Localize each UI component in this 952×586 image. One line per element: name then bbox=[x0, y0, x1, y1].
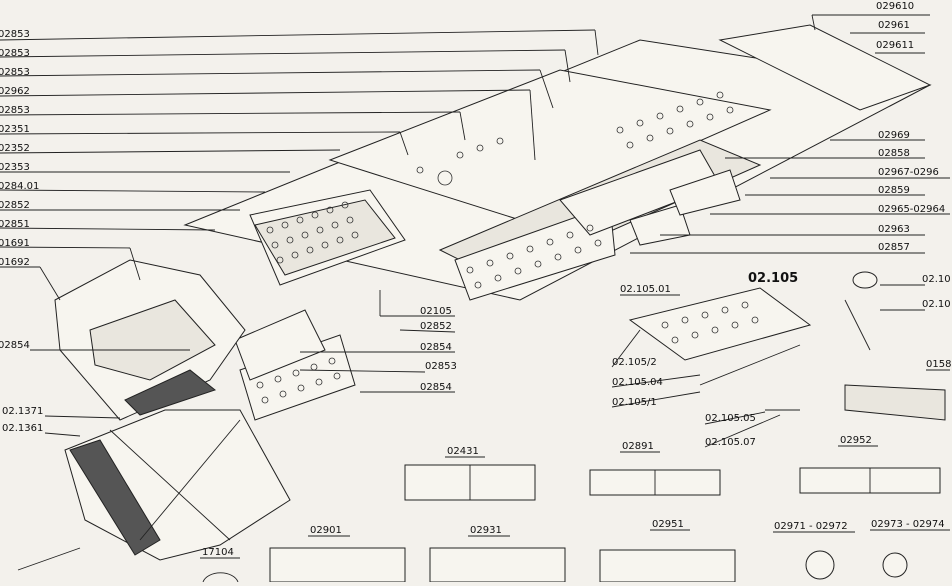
callout-left-1: 02853 bbox=[0, 29, 30, 40]
callout-02973: 02973 - 02974 bbox=[871, 519, 945, 530]
callout-02951: 02951 bbox=[652, 519, 684, 530]
callout-17104: 17104 bbox=[202, 547, 234, 558]
callout-029610: 029610 bbox=[876, 1, 914, 12]
callout-center-02854-b: 02854 bbox=[420, 382, 452, 393]
callout-asm-8: 02.10 bbox=[922, 299, 951, 310]
callout-02965: 02965-02964 bbox=[878, 204, 945, 215]
callout-asm-4: 02.105/1 bbox=[612, 397, 657, 408]
callout-left-4: 02962 bbox=[0, 86, 30, 97]
callout-left-2: 02853 bbox=[0, 48, 30, 59]
callout-left-14: 02854 bbox=[0, 340, 30, 351]
callout-left-9: 0284.01 bbox=[0, 181, 39, 192]
callout-02971: 02971 - 02972 bbox=[774, 521, 848, 532]
callout-left-13: 01692 bbox=[0, 257, 30, 268]
callout-asm-3: 02.105.04 bbox=[612, 377, 663, 388]
callout-02931: 02931 bbox=[470, 525, 502, 536]
callout-left-6: 02351 bbox=[0, 124, 30, 135]
callout-02967: 02967-0296 bbox=[878, 167, 939, 178]
callout-02961: 02961 bbox=[878, 20, 910, 31]
callout-02431: 02431 bbox=[447, 446, 479, 457]
callout-center-02852: 02852 bbox=[420, 321, 452, 332]
callout-asm-9: 0158 bbox=[926, 359, 951, 370]
leader-lines bbox=[0, 14, 950, 559]
callout-029611: 029611 bbox=[876, 40, 914, 51]
callout-center-02105: 02105 bbox=[420, 306, 452, 317]
callout-02891: 02891 bbox=[622, 441, 654, 452]
callout-center-02854-a: 02854 bbox=[420, 342, 452, 353]
callout-02858: 02858 bbox=[878, 148, 910, 159]
callout-02857: 02857 bbox=[878, 242, 910, 253]
hull-frame-section bbox=[17, 259, 291, 571]
callout-02859: 02859 bbox=[878, 185, 910, 196]
callout-left-15: 02.1371 bbox=[2, 406, 43, 417]
callout-left-8: 02353 bbox=[0, 162, 30, 173]
callout-left-11: 02851 bbox=[0, 219, 30, 230]
callout-left-16: 02.1361 bbox=[2, 423, 43, 434]
callout-asm-7: 02.10 bbox=[922, 274, 951, 285]
callout-left-10: 02852 bbox=[0, 200, 30, 211]
callout-02901: 02901 bbox=[310, 525, 342, 536]
callout-left-12: 01691 bbox=[0, 238, 30, 249]
callout-center-02853: 02853 bbox=[425, 361, 457, 372]
callout-labels: 02853 02853 02853 02962 02853 02351 0235… bbox=[0, 1, 951, 558]
callout-left-5: 02853 bbox=[0, 105, 30, 116]
assembly-title: 02.105 bbox=[748, 271, 798, 286]
perforation-pattern bbox=[256, 91, 734, 404]
assembly-02105-drawing bbox=[628, 271, 946, 421]
floor-panel-assembly bbox=[183, 24, 932, 421]
callout-left-7: 02352 bbox=[0, 143, 30, 154]
component-drawings bbox=[202, 464, 941, 583]
callout-left-3: 02853 bbox=[0, 67, 30, 78]
callout-02963: 02963 bbox=[878, 224, 910, 235]
callout-02969: 02969 bbox=[878, 130, 910, 141]
callout-asm-6: 02.105.07 bbox=[705, 437, 756, 448]
callout-asm-1: 02.105.01 bbox=[620, 284, 671, 295]
callout-02952: 02952 bbox=[840, 435, 872, 446]
callout-asm-5: 02.105.05 bbox=[705, 413, 756, 424]
callout-asm-2: 02.105/2 bbox=[612, 357, 657, 368]
